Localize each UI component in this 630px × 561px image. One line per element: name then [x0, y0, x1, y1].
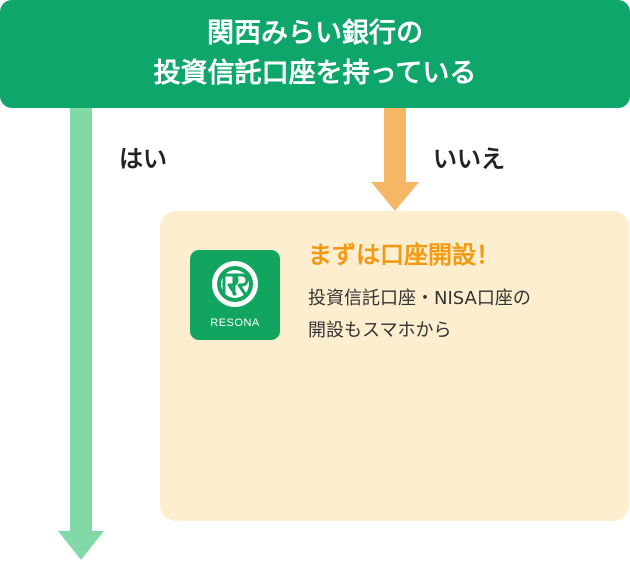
question-line-2: 投資信託口座を持っている [153, 58, 477, 89]
card-description-line-1: 投資信託口座・NISA口座の [308, 288, 531, 309]
card-description: 投資信託口座・NISA口座の 開設もスマホから [308, 283, 618, 347]
yes-arrow-shaft [70, 108, 92, 534]
yes-arrow-head [58, 531, 104, 560]
question-banner: 関西みらい銀行の 投資信託口座を持っている [0, 0, 630, 108]
resona-app-icon[interactable]: RESONA [190, 250, 280, 340]
no-label: いいえ [433, 145, 505, 173]
no-arrow-shaft [384, 108, 406, 184]
card-title: まずは口座開設！ [308, 241, 500, 269]
resona-logo-icon [212, 261, 258, 307]
yes-arrow [58, 108, 104, 560]
no-arrow [371, 108, 419, 211]
account-opening-card: RESONA まずは口座開設！ 投資信託口座・NISA口座の 開設もスマホから [160, 211, 629, 521]
card-description-line-2: 開設もスマホから [308, 320, 452, 341]
question-line-1: 関西みらい銀行の [207, 18, 423, 49]
yes-label: はい [119, 145, 167, 173]
no-arrow-head [371, 182, 419, 211]
app-icon-brand-text: RESONA [210, 317, 260, 329]
